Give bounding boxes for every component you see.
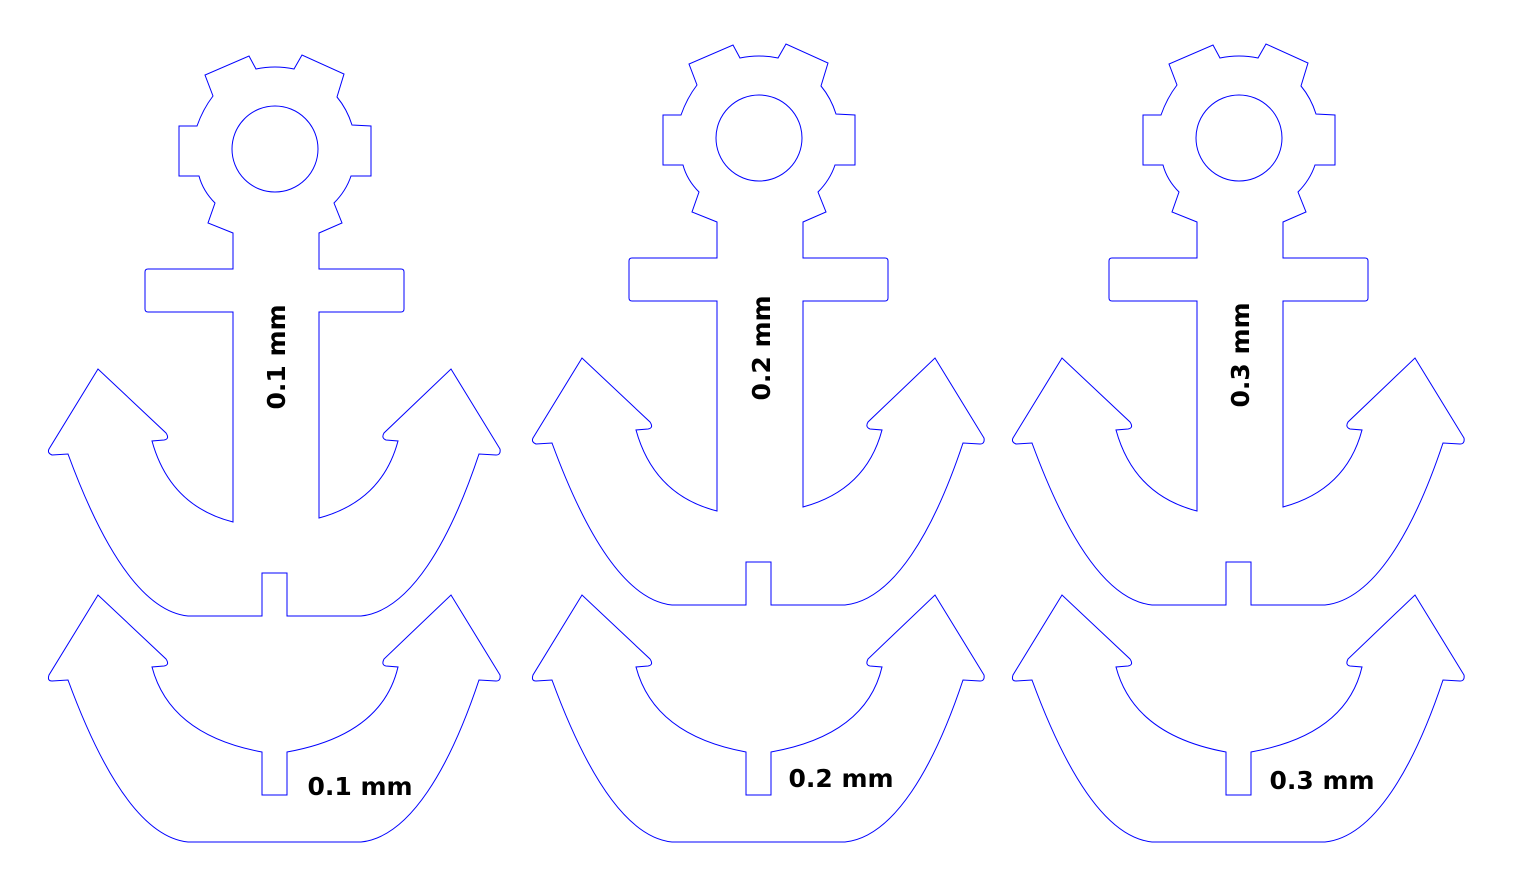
top-piece-label: 0.1 mm xyxy=(262,304,291,409)
anchor-top-piece xyxy=(531,43,985,606)
bottom-piece-label: 0.1 mm xyxy=(307,772,412,801)
gear-hole xyxy=(1195,94,1283,182)
bottom-piece-label: 0.3 mm xyxy=(1269,766,1374,795)
gear-hole xyxy=(715,94,803,182)
anchor-set-0-2mm: 0.2 mm 0.2 mm xyxy=(531,43,985,843)
top-piece-label: 0.2 mm xyxy=(747,295,776,400)
bottom-piece-label: 0.2 mm xyxy=(788,764,893,793)
anchor-bottom-piece xyxy=(47,594,501,843)
gear-hole xyxy=(231,105,319,193)
anchor-top-piece xyxy=(47,54,501,617)
anchor-bottom-piece xyxy=(1011,594,1465,843)
anchor-top-piece xyxy=(1011,43,1465,606)
anchor-bottom-piece xyxy=(531,594,985,843)
anchor-set-0-1mm: 0.1 mm 0.1 mm xyxy=(47,54,501,843)
top-piece-label: 0.3 mm xyxy=(1226,302,1255,407)
anchor-set-0-3mm: 0.3 mm 0.3 mm xyxy=(1011,43,1465,843)
